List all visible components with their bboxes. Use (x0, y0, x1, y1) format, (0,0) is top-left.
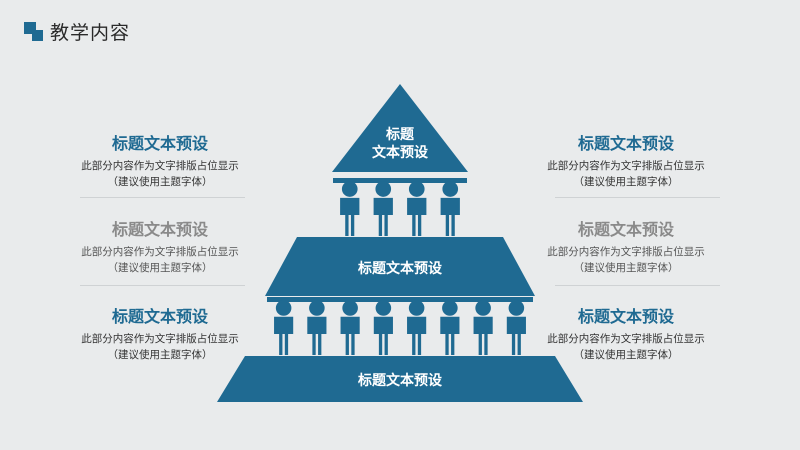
item-title: 标题文本预设 (111, 134, 208, 153)
right-item-3: 标题文本预设 此部分内容作为文字排版占位显示 （建议使用主题字体） (541, 303, 711, 363)
item-desc: 此部分内容作为文字排版占位显示 (547, 246, 705, 258)
raised-arms-bar (333, 178, 467, 183)
person-figure-icon (407, 300, 427, 355)
divider (555, 285, 720, 286)
right-item-1: 标题文本预设 此部分内容作为文字排版占位显示 （建议使用主题字体） (541, 130, 711, 190)
divider (80, 285, 245, 286)
item-desc: 此部分内容作为文字排版占位显示 (81, 333, 239, 345)
pyramid-top-label-line2: 文本预设 (372, 145, 428, 161)
left-item-2: 标题文本预设 此部分内容作为文字排版占位显示 （建议使用主题字体） (75, 216, 245, 276)
people-row-lower (267, 297, 533, 355)
person-figure-icon (407, 181, 427, 236)
divider (555, 197, 720, 198)
raised-arms-bar (267, 297, 533, 302)
divider (80, 197, 245, 198)
item-title: 标题文本预设 (577, 307, 674, 326)
slide-header: 教学内容 (24, 18, 130, 45)
person-figure-icon (440, 300, 460, 355)
people-row-upper (333, 178, 467, 236)
person-figure-icon (274, 300, 294, 355)
left-item-1: 标题文本预设 此部分内容作为文字排版占位显示 （建议使用主题字体） (75, 130, 245, 190)
item-note: （建议使用主题字体） (107, 349, 213, 361)
person-figure-icon (440, 181, 460, 236)
person-figure-icon (307, 300, 327, 355)
item-title: 标题文本预设 (111, 307, 208, 326)
item-note: （建议使用主题字体） (107, 176, 213, 188)
item-title: 标题文本预设 (111, 220, 208, 239)
item-note: （建议使用主题字体） (573, 262, 679, 274)
right-item-2: 标题文本预设 此部分内容作为文字排版占位显示 （建议使用主题字体） (541, 216, 711, 276)
item-title: 标题文本预设 (577, 220, 674, 239)
item-title: 标题文本预设 (577, 134, 674, 153)
pyramid-middle-tier (265, 237, 535, 296)
pyramid-top-label: 标题 文本预设 (340, 126, 460, 162)
item-desc: 此部分内容作为文字排版占位显示 (81, 160, 239, 172)
logo-icon (24, 21, 44, 42)
person-figure-icon (340, 300, 360, 355)
item-desc: 此部分内容作为文字排版占位显示 (547, 333, 705, 345)
pyramid-middle-label: 标题文本预设 (358, 261, 442, 277)
item-note: （建议使用主题字体） (107, 262, 213, 274)
pyramid-bottom-label: 标题文本预设 (358, 373, 442, 389)
item-desc: 此部分内容作为文字排版占位显示 (547, 160, 705, 172)
page-title: 教学内容 (50, 22, 131, 44)
person-figure-icon (506, 300, 526, 355)
item-note: （建议使用主题字体） (573, 349, 679, 361)
item-note: （建议使用主题字体） (573, 176, 679, 188)
pyramid-top-triangle (332, 84, 468, 172)
person-figure-icon (373, 181, 393, 236)
pyramid-top-label-line1: 标题 (386, 127, 414, 143)
person-figure-icon (373, 300, 393, 355)
pyramid-bottom-tier (217, 356, 583, 402)
left-item-3: 标题文本预设 此部分内容作为文字排版占位显示 （建议使用主题字体） (75, 303, 245, 363)
item-desc: 此部分内容作为文字排版占位显示 (81, 246, 239, 258)
person-figure-icon (340, 181, 360, 236)
person-figure-icon (473, 300, 493, 355)
